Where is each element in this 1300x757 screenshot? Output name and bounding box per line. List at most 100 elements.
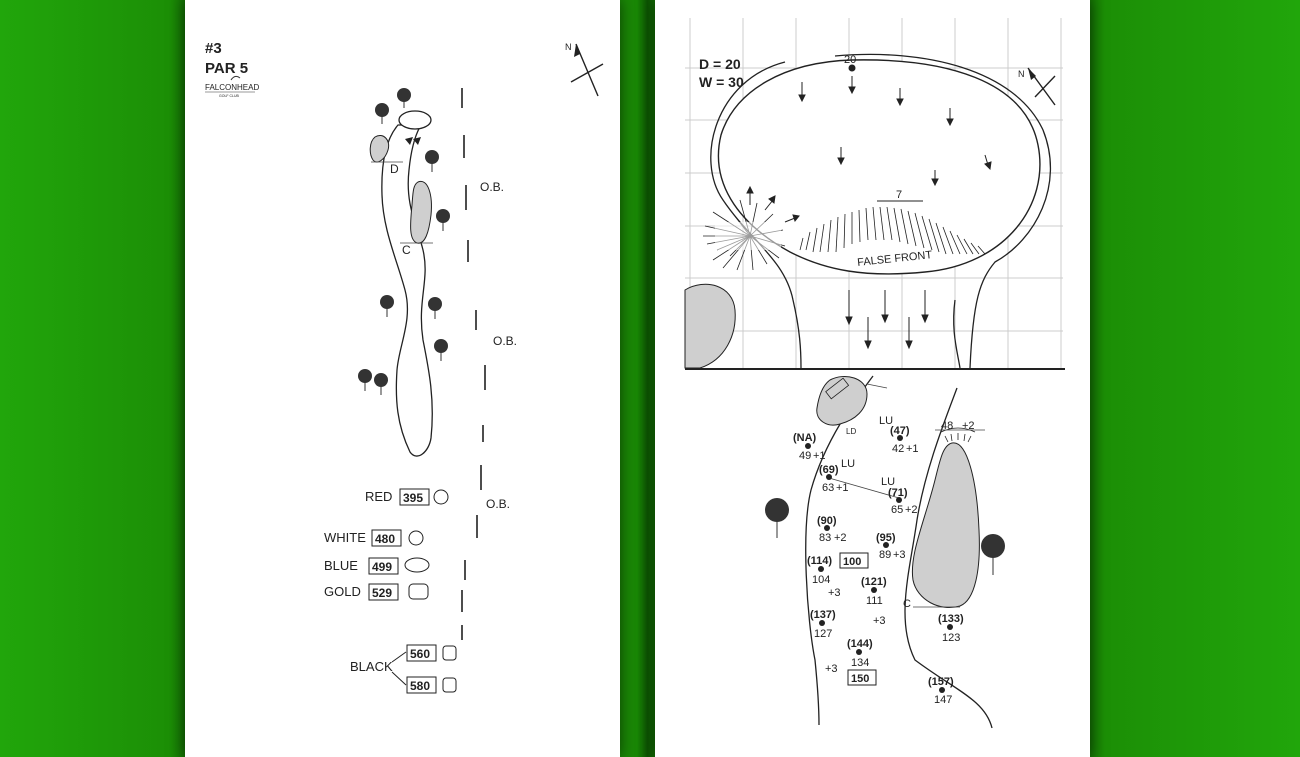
- hole-par: PAR 5: [205, 60, 248, 77]
- club-logo-text: FALCONHEAD: [205, 83, 259, 92]
- tee-gold: GOLD 529: [324, 583, 429, 601]
- svg-text:111: 111: [866, 595, 883, 607]
- out-of-bounds-line: [461, 88, 486, 640]
- ridge-number: 7: [896, 189, 902, 201]
- green-left-bunker: [684, 283, 736, 369]
- svg-text:(90): (90): [817, 515, 837, 527]
- tree-icon: [981, 534, 1005, 575]
- ob-label-2: O.B.: [493, 334, 517, 348]
- svg-text:BLACK: BLACK: [350, 659, 393, 674]
- svg-text:(114): (114): [807, 555, 832, 567]
- yardage-point: (90) 83 +2: [817, 515, 847, 544]
- svg-text:BLUE: BLUE: [324, 558, 358, 573]
- compass-icon: N: [1018, 67, 1056, 106]
- svg-text:(71): (71): [888, 487, 908, 499]
- tree-icon: [425, 150, 439, 172]
- svg-text:+3: +3: [893, 549, 906, 561]
- tree-icon: [765, 498, 789, 538]
- tree-icon: [380, 295, 394, 317]
- svg-text:529: 529: [372, 586, 392, 600]
- svg-text:580: 580: [410, 679, 430, 693]
- hole-layout-map: #3 PAR 5 FALCONHEAD GOLF CLUB N O.B. O.B…: [205, 40, 604, 694]
- svg-text:49: 49: [799, 450, 811, 462]
- svg-text:GOLD: GOLD: [324, 584, 361, 599]
- svg-text:N: N: [1018, 69, 1025, 79]
- approach-arrows: [845, 290, 929, 350]
- svg-text:560: 560: [410, 647, 430, 661]
- svg-text:+3: +3: [825, 663, 838, 675]
- svg-text:(121): (121): [861, 576, 887, 588]
- yardage-point: (114) 104 +3: [807, 555, 841, 599]
- yardage-point: (121) 111 +3: [861, 576, 887, 627]
- svg-text:+1: +1: [836, 482, 849, 494]
- tree-icon: [374, 373, 388, 395]
- svg-text:+1: +1: [906, 443, 919, 455]
- tree-icon: [358, 369, 372, 391]
- yardage-box-150: 150: [847, 669, 877, 686]
- svg-text:+3: +3: [828, 587, 841, 599]
- svg-text:65: 65: [891, 504, 903, 516]
- club-logo-subtext: GOLF CLUB: [219, 94, 240, 98]
- svg-text:134: 134: [851, 657, 869, 669]
- yardage-point: (157) 147: [928, 676, 954, 706]
- ob-label-3: O.B.: [486, 497, 510, 511]
- svg-text:42: 42: [892, 443, 904, 455]
- tee-black: BLACK 560 580: [350, 644, 457, 694]
- svg-text:WHITE: WHITE: [324, 530, 366, 545]
- hole-layout-page: #3 PAR 5 FALCONHEAD GOLF CLUB N O.B. O.B…: [185, 0, 620, 757]
- yardage-box-100: 100: [839, 552, 869, 569]
- svg-text:480: 480: [375, 532, 395, 546]
- svg-text:(95): (95): [876, 532, 896, 544]
- yardage-point: (71) 65 +2: [888, 487, 918, 516]
- yardage-point: (NA) 49 +1: [793, 432, 826, 462]
- tree-icon: [428, 297, 442, 319]
- lu-label-1: LU: [879, 415, 893, 427]
- svg-text:RED: RED: [365, 489, 392, 504]
- svg-text:127: 127: [814, 628, 832, 640]
- svg-text:+2: +2: [905, 504, 918, 516]
- yardage-point: (144) 134 +3: [825, 638, 873, 675]
- svg-text:150: 150: [851, 673, 869, 685]
- marker-d: D: [390, 162, 399, 176]
- svg-text:+3: +3: [873, 615, 886, 627]
- lu-label-3: LU: [881, 476, 895, 488]
- svg-text:(NA): (NA): [793, 432, 817, 444]
- green-surface: [717, 59, 1041, 275]
- false-front-hatch: [799, 206, 986, 255]
- green-fringe-right: [834, 53, 1052, 369]
- svg-text:499: 499: [372, 560, 392, 574]
- tree-icons: [358, 88, 450, 395]
- fairway-right-edge: [904, 387, 993, 729]
- svg-text:(157): (157): [928, 676, 954, 688]
- ob-label-1: O.B.: [480, 180, 504, 194]
- green-detail-page: D = 20 W = 30 N 20: [655, 0, 1090, 757]
- lu-label-2: LU: [841, 458, 855, 470]
- tree-icon: [436, 209, 450, 231]
- tee-red: RED 395: [365, 488, 449, 506]
- yardage-point: (137) 127: [810, 609, 836, 640]
- green-depth: D = 20: [699, 56, 741, 72]
- greenside-bunker: [369, 135, 390, 163]
- svg-text:(133): (133): [938, 613, 964, 625]
- hole-number: #3: [205, 40, 222, 57]
- slope-arrows: [746, 76, 992, 223]
- tree-icons: [765, 498, 1005, 575]
- green-slope-arrows: [405, 137, 421, 145]
- bunker-lip: [940, 427, 976, 443]
- tee-white: WHITE 480: [324, 529, 424, 547]
- tee-blue: BLUE 499: [324, 557, 430, 575]
- svg-text:+1: +1: [813, 450, 826, 462]
- svg-text:147: 147: [934, 694, 952, 706]
- marker-c-yardage: C: [903, 598, 911, 610]
- svg-text:+2: +2: [834, 532, 847, 544]
- fairway-bunker: [410, 180, 432, 244]
- yardage-point: (69) 63 +1: [819, 464, 849, 494]
- tree-icon: [434, 339, 448, 361]
- compass-icon: N: [565, 42, 604, 97]
- svg-text:395: 395: [403, 491, 423, 505]
- svg-text:83: 83: [819, 532, 831, 544]
- svg-text:123: 123: [942, 632, 960, 644]
- club-logo: FALCONHEAD GOLF CLUB: [205, 75, 259, 98]
- svg-text:(47): (47): [890, 425, 910, 437]
- ld-label: LD: [846, 427, 856, 436]
